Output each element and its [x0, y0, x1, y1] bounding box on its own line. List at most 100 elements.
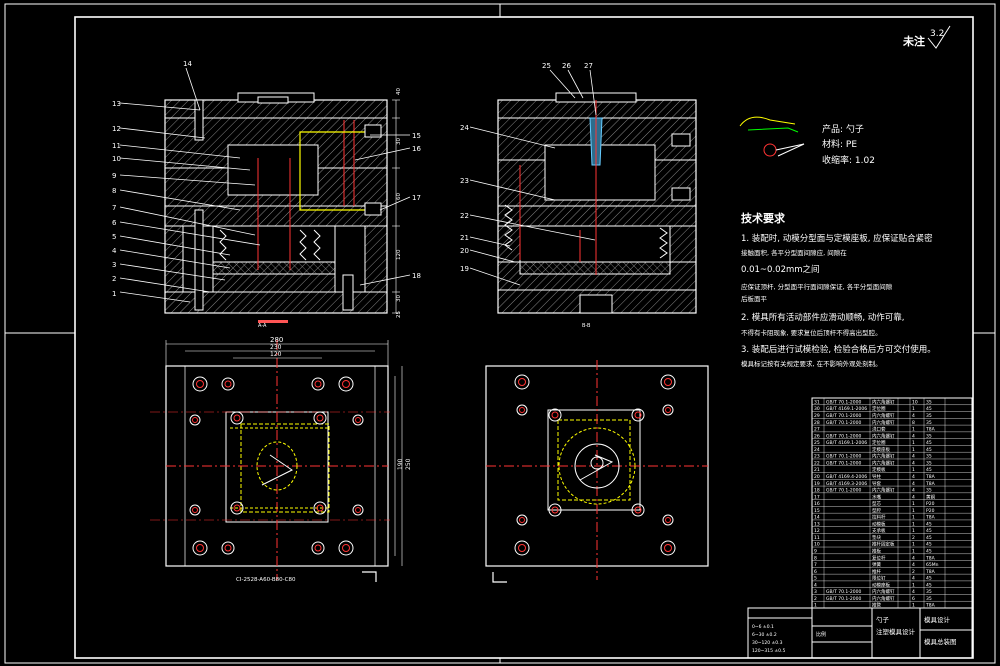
- bom-cell: GB/T 70.1-2000: [826, 488, 862, 494]
- hole: [660, 540, 676, 556]
- bom-cell: 推杆固定板: [872, 541, 895, 548]
- bom-cell: P20: [926, 501, 935, 507]
- bom-cell: 45: [926, 440, 932, 446]
- bom-cell: 45: [926, 528, 932, 534]
- bom-cell: 4: [912, 488, 915, 494]
- part-number-10: 10: [112, 155, 121, 163]
- bom-cell: 31: [814, 399, 820, 405]
- bom-cell: 4: [912, 589, 915, 595]
- part-number-7: 7: [112, 204, 116, 212]
- bom-cell: 推管: [872, 602, 881, 609]
- part-number-19: 19: [460, 265, 469, 273]
- plan-right-holes: [514, 374, 676, 556]
- bom-cell: 14: [814, 515, 820, 521]
- bom-cell: 1: [912, 447, 915, 453]
- bom-cell: 27: [814, 427, 820, 433]
- hole-core: [355, 507, 361, 513]
- section-a-right-labels: [354, 134, 411, 286]
- bom-cell: 垫块: [872, 534, 881, 541]
- bom-cell: 内六角螺钉: [872, 487, 895, 494]
- section-view-b: [497, 92, 697, 314]
- bom-cell: 35: [926, 589, 932, 595]
- bom-cell: P20: [926, 508, 935, 514]
- bom-cell: 45: [926, 576, 932, 582]
- tech-line-6: 2. 模具所有活动部件应滑动顺畅, 动作可靠,: [741, 312, 904, 323]
- bom-cell: 16: [814, 501, 820, 507]
- plan-left-holes: [189, 376, 364, 556]
- bom-cell: 1: [912, 521, 915, 527]
- part-number-3: 3: [112, 261, 116, 269]
- dim-vertical-4: 30: [396, 295, 402, 302]
- bom-cell: 1: [912, 406, 915, 412]
- plan-view-fixed-half: [485, 360, 709, 580]
- bom-cell: 导柱: [872, 473, 881, 480]
- bom-cell: T8A: [925, 555, 936, 561]
- tolerance-row: 120~315 ±0.5: [752, 648, 785, 654]
- bom-cell: GB/T 70.1-2000: [826, 413, 862, 419]
- bom-cell: 4: [912, 576, 915, 582]
- bom-cell: GB/T 4169.4-2006: [826, 474, 867, 480]
- bom-cell: 23: [814, 454, 820, 460]
- hole: [548, 408, 562, 422]
- part-number-24: 24: [460, 124, 469, 132]
- part-number-5: 5: [112, 233, 116, 241]
- bom-cell: 29: [814, 413, 820, 419]
- bom-cell: 推板: [872, 548, 881, 555]
- bom-cell: 35: [926, 433, 932, 439]
- bom-cell: GB/T 4169.1-2006: [826, 440, 867, 446]
- bom-cell: 45: [926, 542, 932, 548]
- section-a-caption: A-A: [258, 323, 267, 329]
- hole-core: [518, 378, 526, 386]
- bom-cell: 导套: [872, 480, 881, 487]
- bom-cell: 4: [814, 582, 817, 588]
- bom-cell: 25: [814, 440, 820, 446]
- bom-cell: 2: [912, 535, 915, 541]
- section-b-caption: B-B: [582, 323, 591, 329]
- bom-cell: 35: [926, 488, 932, 494]
- bom-cell: 30: [814, 406, 820, 412]
- bom-cell: 黄铜: [926, 493, 935, 500]
- dim-inner-width: 230: [270, 344, 282, 351]
- hole: [516, 404, 528, 416]
- bom-cell: 12: [814, 528, 820, 534]
- bom-cell: 支承板: [872, 527, 886, 534]
- bom-cell: 拉料杆: [872, 514, 886, 521]
- hole: [221, 541, 235, 555]
- part-number-4: 4: [112, 247, 117, 255]
- bom-cell: GB/T 70.1-2000: [826, 454, 862, 460]
- hole: [662, 404, 674, 416]
- bom-cell: 1: [814, 603, 817, 609]
- bom-cell: 15: [814, 508, 820, 514]
- bom-cell: 45: [926, 467, 932, 473]
- tolerance-row: 0~6 ±0.1: [752, 624, 774, 630]
- dim-side-2: 190: [397, 458, 404, 470]
- title-design-sub: 注塑模具设计: [876, 627, 916, 636]
- bom-cell: 13: [814, 521, 820, 527]
- bom-cell: 4: [912, 474, 915, 480]
- part-number-22: 22: [460, 212, 469, 220]
- section-b-part-labels: [469, 69, 597, 286]
- part-number-23: 23: [460, 177, 469, 185]
- hole: [338, 376, 354, 392]
- bom-cell: 弹簧: [872, 561, 881, 568]
- bom-cell: GB/T 70.1-2000: [826, 399, 862, 405]
- bom-cell: 17: [814, 494, 820, 500]
- hole-core: [342, 380, 350, 388]
- bom-cell: 9: [814, 549, 817, 555]
- part-number-11: 11: [112, 142, 121, 150]
- bom-cell: 4: [912, 460, 915, 466]
- tech-line-1: 1. 装配时, 动模分型面与定模座板, 应保证贴合紧密: [741, 233, 933, 244]
- bom-cell: 1: [912, 427, 915, 433]
- hole: [514, 540, 530, 556]
- product-sketch: [739, 116, 805, 157]
- dim-vertical-0: 40: [396, 88, 402, 95]
- hole-core: [665, 517, 671, 523]
- hole-core: [316, 504, 324, 512]
- hole: [311, 541, 325, 555]
- bom-cell: 内六角螺钉: [872, 419, 895, 426]
